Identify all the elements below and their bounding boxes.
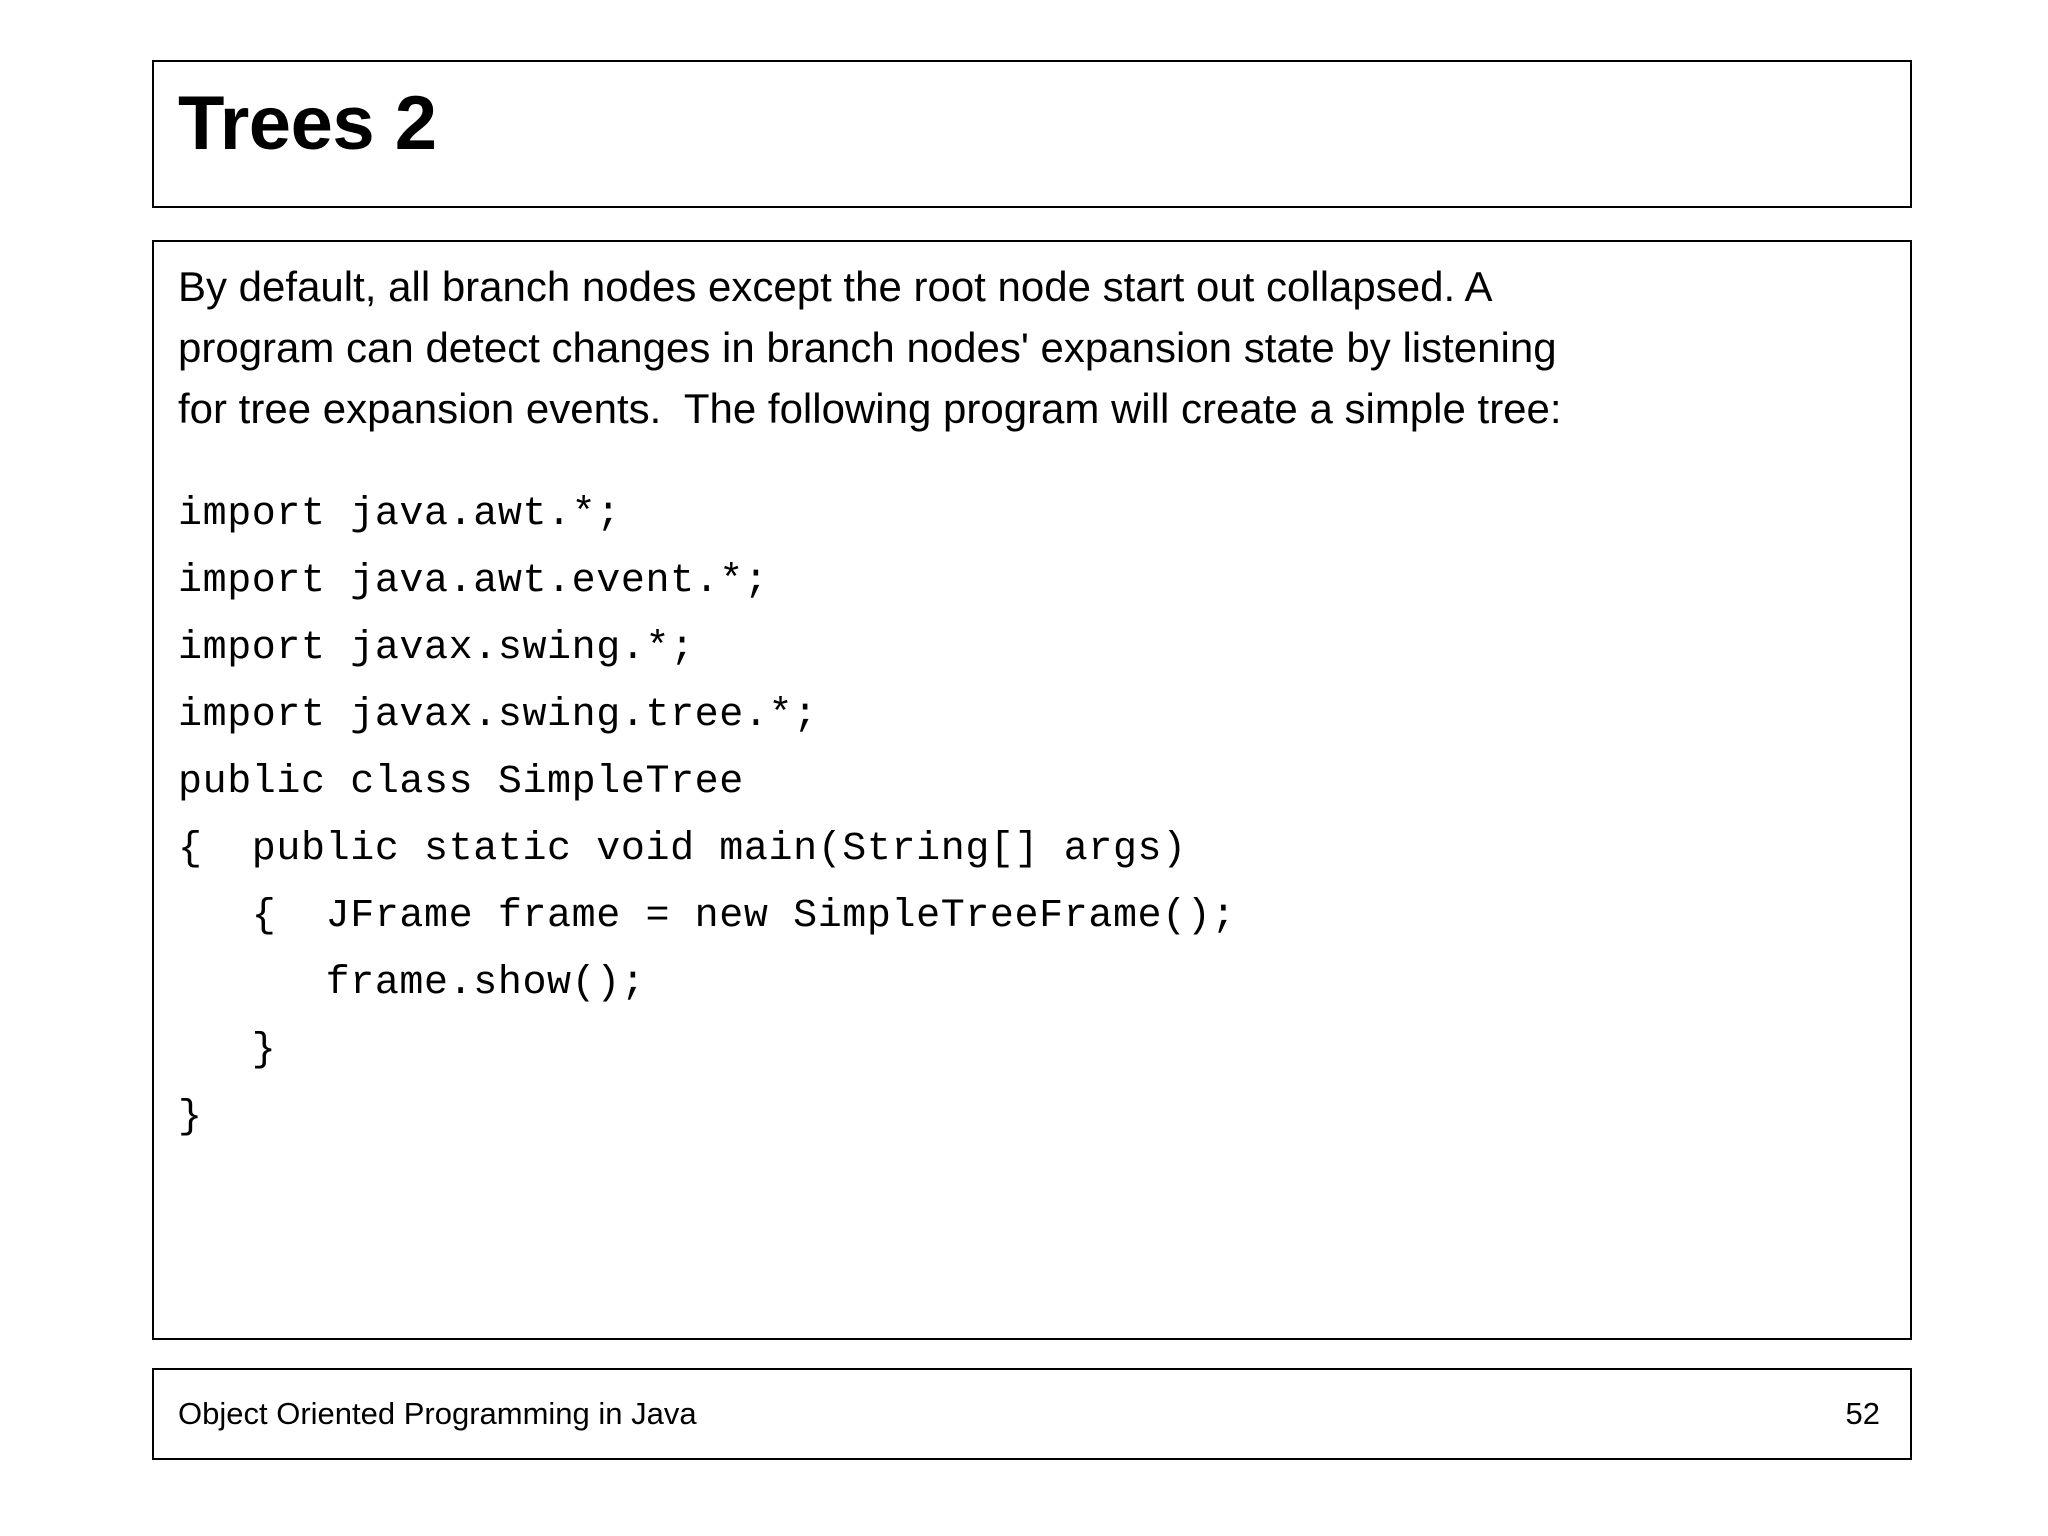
code-line: import javax.swing.tree.*; [178, 693, 818, 738]
footer-page-number: 52 [1845, 1396, 1880, 1431]
description-paragraph: By default, all branch nodes except the … [178, 256, 1878, 439]
java-code-block: import java.awt.*; import java.awt.event… [178, 481, 1896, 1151]
paragraph-line: By default, all branch nodes except the … [178, 263, 1493, 310]
title-placeholder: Trees 2 [152, 60, 1912, 208]
footer-course-label: Object Oriented Programming in Java [178, 1396, 697, 1431]
code-line: frame.show(); [178, 961, 646, 1006]
code-line: } [178, 1095, 203, 1140]
paragraph-line: for tree expansion events. The following… [178, 385, 1562, 432]
footer-placeholder: Object Oriented Programming in Java 52 [152, 1368, 1912, 1460]
content-inner: By default, all branch nodes except the … [178, 256, 1896, 1151]
code-line: import java.awt.*; [178, 492, 621, 537]
content-placeholder: By default, all branch nodes except the … [152, 240, 1912, 1340]
paragraph-line: program can detect changes in branch nod… [178, 324, 1557, 371]
code-line: { public static void main(String[] args) [178, 827, 1187, 872]
code-line: { JFrame frame = new SimpleTreeFrame(); [178, 894, 1236, 939]
code-line: } [178, 1028, 277, 1073]
code-line: public class SimpleTree [178, 760, 744, 805]
code-line: import java.awt.event.*; [178, 559, 769, 604]
code-line: import javax.swing.*; [178, 626, 695, 671]
page-title: Trees 2 [178, 81, 437, 166]
